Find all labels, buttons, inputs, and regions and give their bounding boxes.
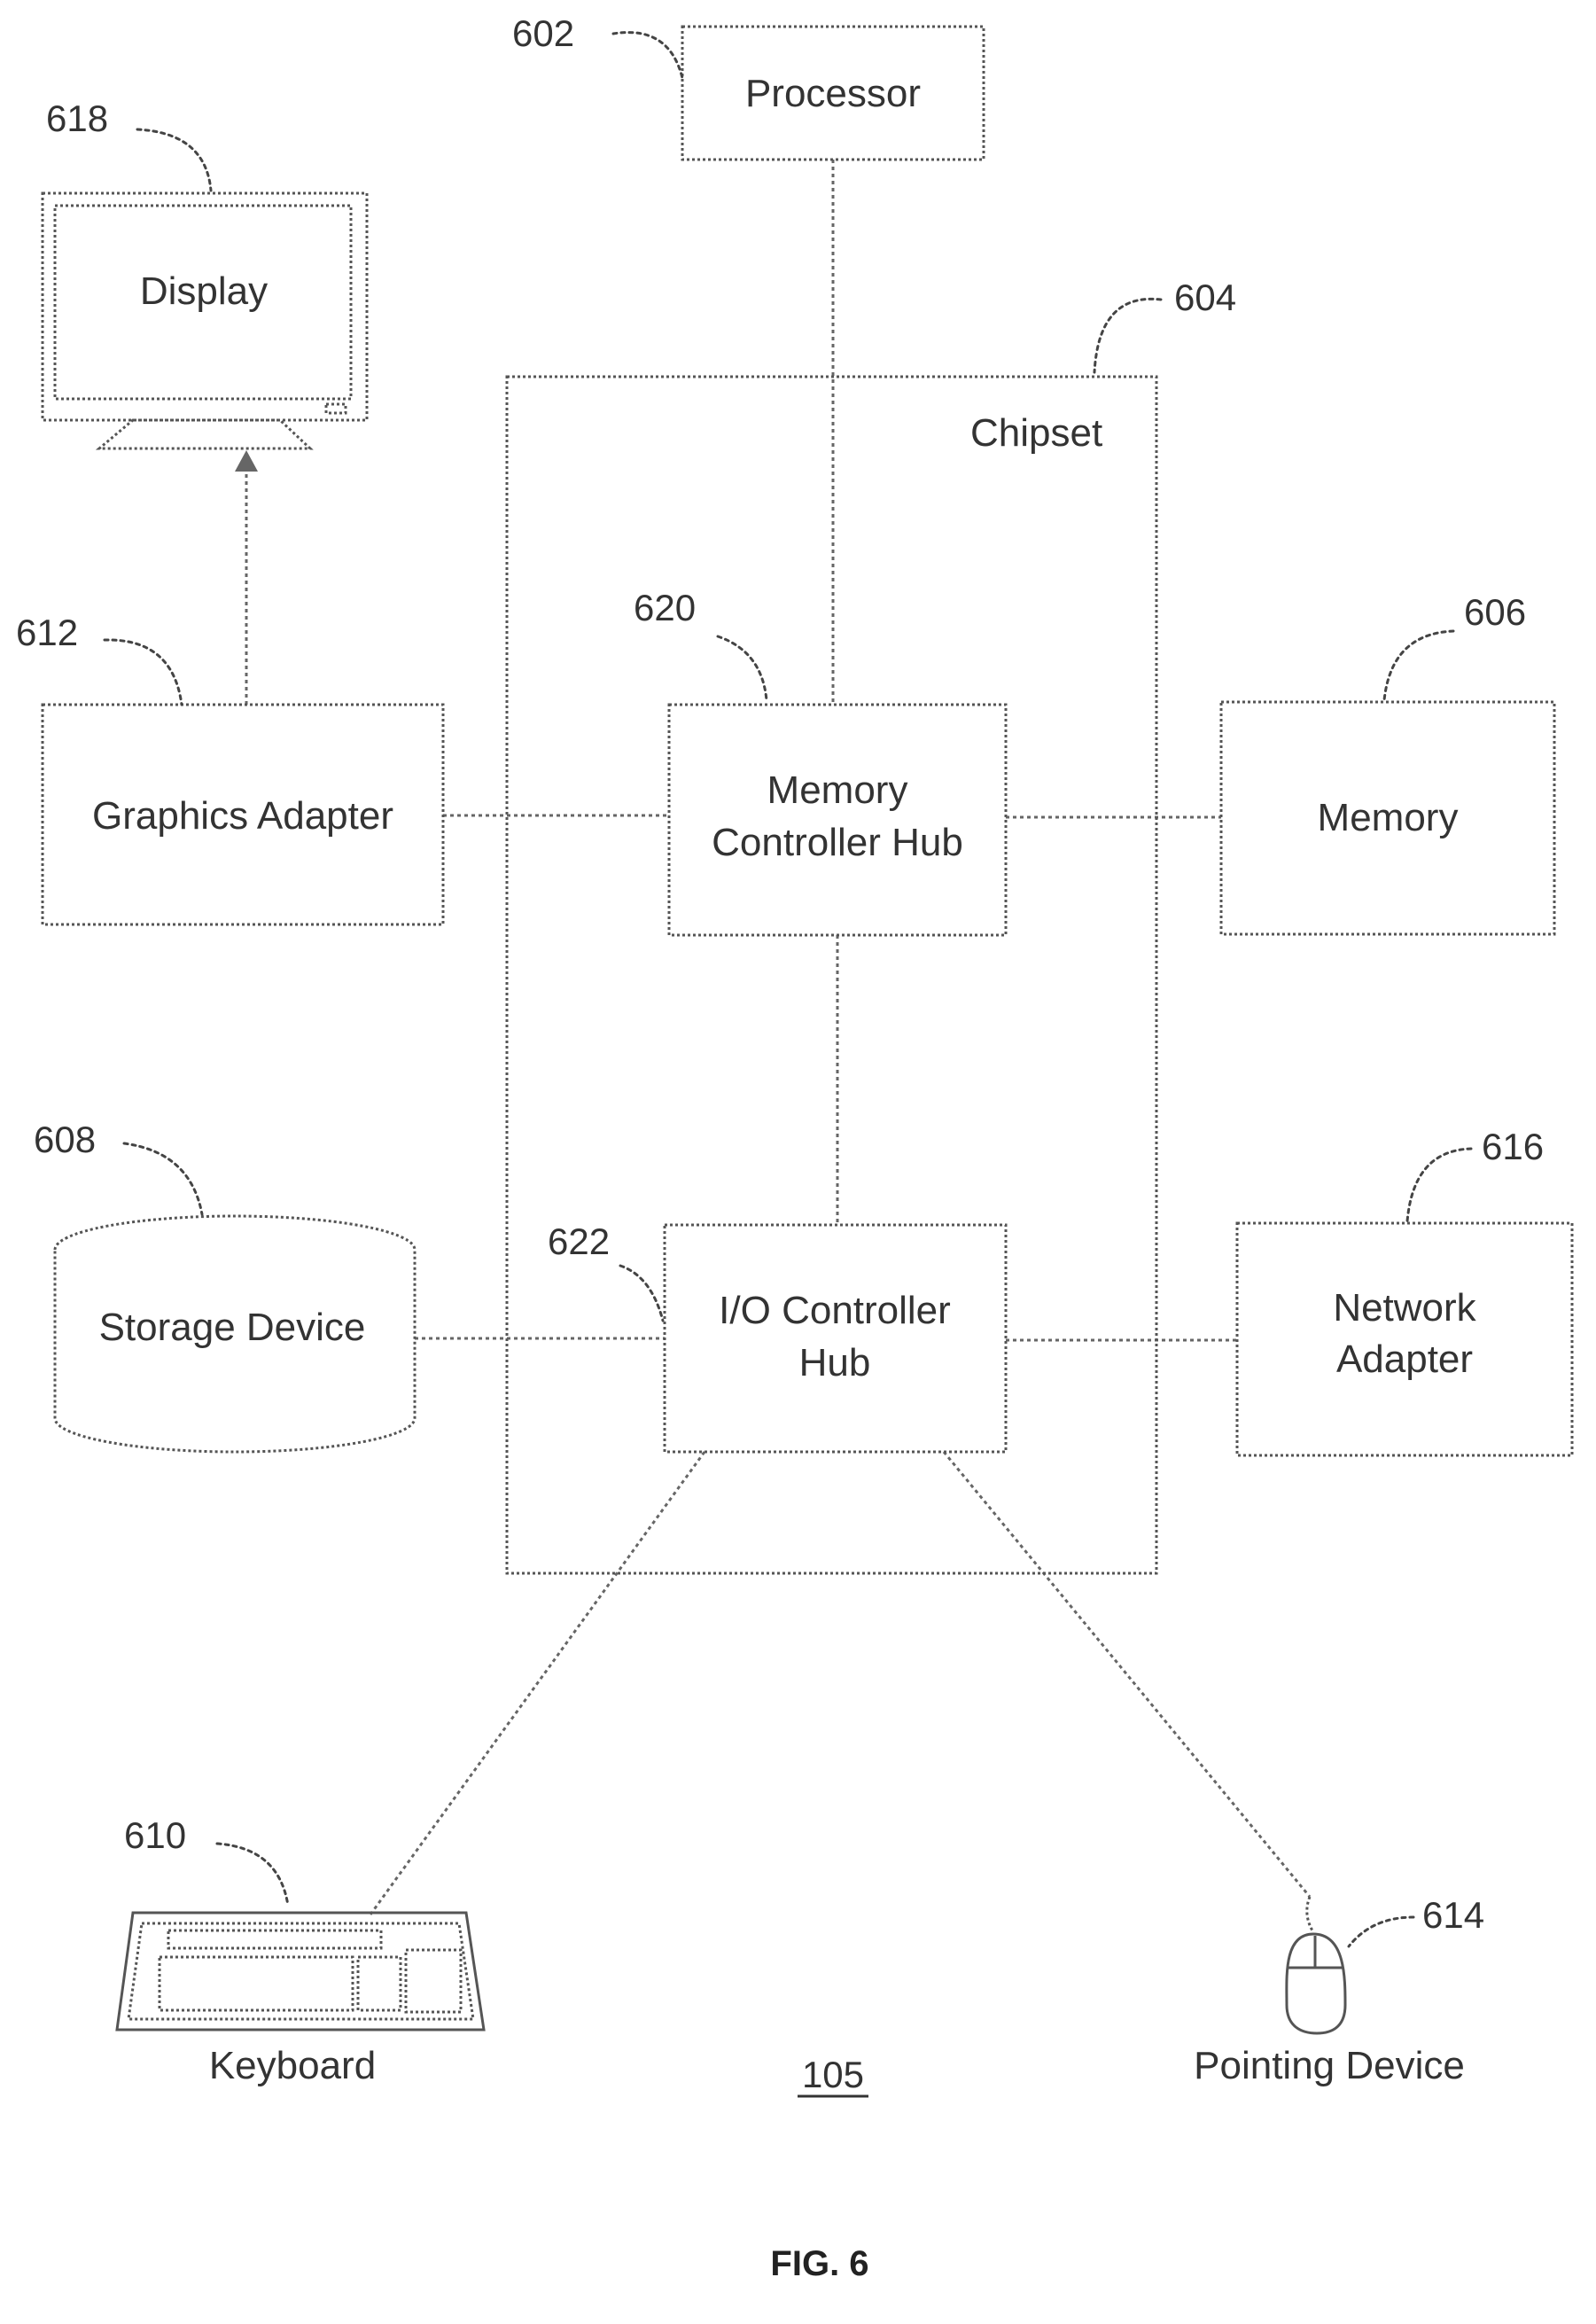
mch-label-line2: Controller Hub (712, 821, 963, 864)
processor-ref: 602 (512, 12, 574, 54)
figure-label: FIG. 6 (770, 2244, 868, 2283)
keyboard-numpad-icon (406, 1950, 461, 2012)
graphics-ref: 612 (16, 612, 78, 653)
display-ref-group: 618 (46, 97, 211, 191)
pointing-leader (1349, 1917, 1413, 1946)
ioh-block: I/O Controller Hub (665, 1225, 1006, 1452)
ioh-label-line2: Hub (799, 1341, 871, 1384)
keyboard-keys-icon (160, 1957, 353, 2010)
pointing-ref-group: 614 (1349, 1894, 1484, 1946)
chipset-box (507, 377, 1156, 1573)
ioh-ref-group: 622 (548, 1220, 663, 1321)
wire-ioh-pointing (944, 1452, 1310, 1897)
network-ref: 616 (1482, 1126, 1544, 1167)
network-block: Network Adapter (1237, 1223, 1572, 1455)
ioh-label-line1: I/O Controller (719, 1289, 951, 1332)
memory-ref: 606 (1464, 591, 1526, 633)
keyboard-block: Keyboard (117, 1913, 484, 2087)
mch-ref-group: 620 (634, 587, 767, 700)
chipset-ref: 604 (1174, 277, 1236, 318)
graphics-leader (105, 640, 182, 705)
network-label-line1: Network (1333, 1286, 1476, 1330)
pointing-ref: 614 (1422, 1894, 1484, 1936)
graphics-ref-group: 612 (16, 612, 182, 705)
keyboard-leader (217, 1844, 288, 1906)
processor-block: Processor (682, 27, 984, 160)
keyboard-fkeys-icon (168, 1930, 381, 1948)
pointing-label: Pointing Device (1194, 2044, 1465, 2087)
ioh-box (665, 1225, 1006, 1452)
storage-label: Storage Device (99, 1306, 366, 1349)
chipset-ref-group: 604 (1094, 277, 1236, 372)
display-block: Display (43, 193, 367, 448)
network-leader (1407, 1149, 1471, 1221)
keyboard-nav-icon (358, 1957, 401, 2010)
mch-block: Memory Controller Hub (669, 705, 1006, 935)
processor-leader (613, 33, 682, 78)
keyboard-ref-group: 610 (124, 1814, 288, 1906)
storage-ref-group: 608 (34, 1119, 202, 1214)
graphics-block: Graphics Adapter (43, 705, 443, 924)
memory-ref-group: 606 (1384, 591, 1526, 700)
processor-ref-group: 602 (512, 12, 682, 78)
chipset-leader (1094, 299, 1161, 372)
storage-ref: 608 (34, 1119, 96, 1160)
ioh-ref: 622 (548, 1220, 610, 1262)
keyboard-inner-icon (128, 1923, 473, 2019)
display-leader (137, 129, 211, 191)
network-ref-group: 616 (1407, 1126, 1544, 1221)
system-ref: 105 (802, 2054, 864, 2095)
monitor-stand-icon (99, 420, 310, 448)
processor-label: Processor (745, 72, 921, 115)
storage-block: Storage Device (55, 1216, 415, 1452)
mouse-cord-icon (1307, 1897, 1313, 1932)
graphics-label: Graphics Adapter (92, 794, 393, 838)
chipset-block: Chipset (507, 377, 1156, 1573)
memory-label: Memory (1318, 796, 1459, 839)
memory-leader (1384, 631, 1453, 700)
mch-label-line1: Memory (767, 768, 908, 812)
chipset-label: Chipset (970, 411, 1102, 455)
mch-leader (718, 636, 767, 700)
network-label-line2: Adapter (1336, 1337, 1473, 1381)
ioh-leader (620, 1266, 663, 1321)
wire-ioh-keyboard (370, 1452, 705, 1915)
display-label: Display (140, 269, 268, 313)
storage-leader (124, 1143, 202, 1214)
keyboard-ref: 610 (124, 1814, 186, 1856)
display-ref: 618 (46, 97, 108, 139)
mch-box (669, 705, 1006, 935)
mch-ref: 620 (634, 587, 696, 628)
monitor-button-icon (326, 404, 346, 413)
arrowhead-icon (235, 450, 258, 472)
keyboard-label: Keyboard (209, 2044, 376, 2087)
memory-block: Memory (1221, 702, 1554, 934)
